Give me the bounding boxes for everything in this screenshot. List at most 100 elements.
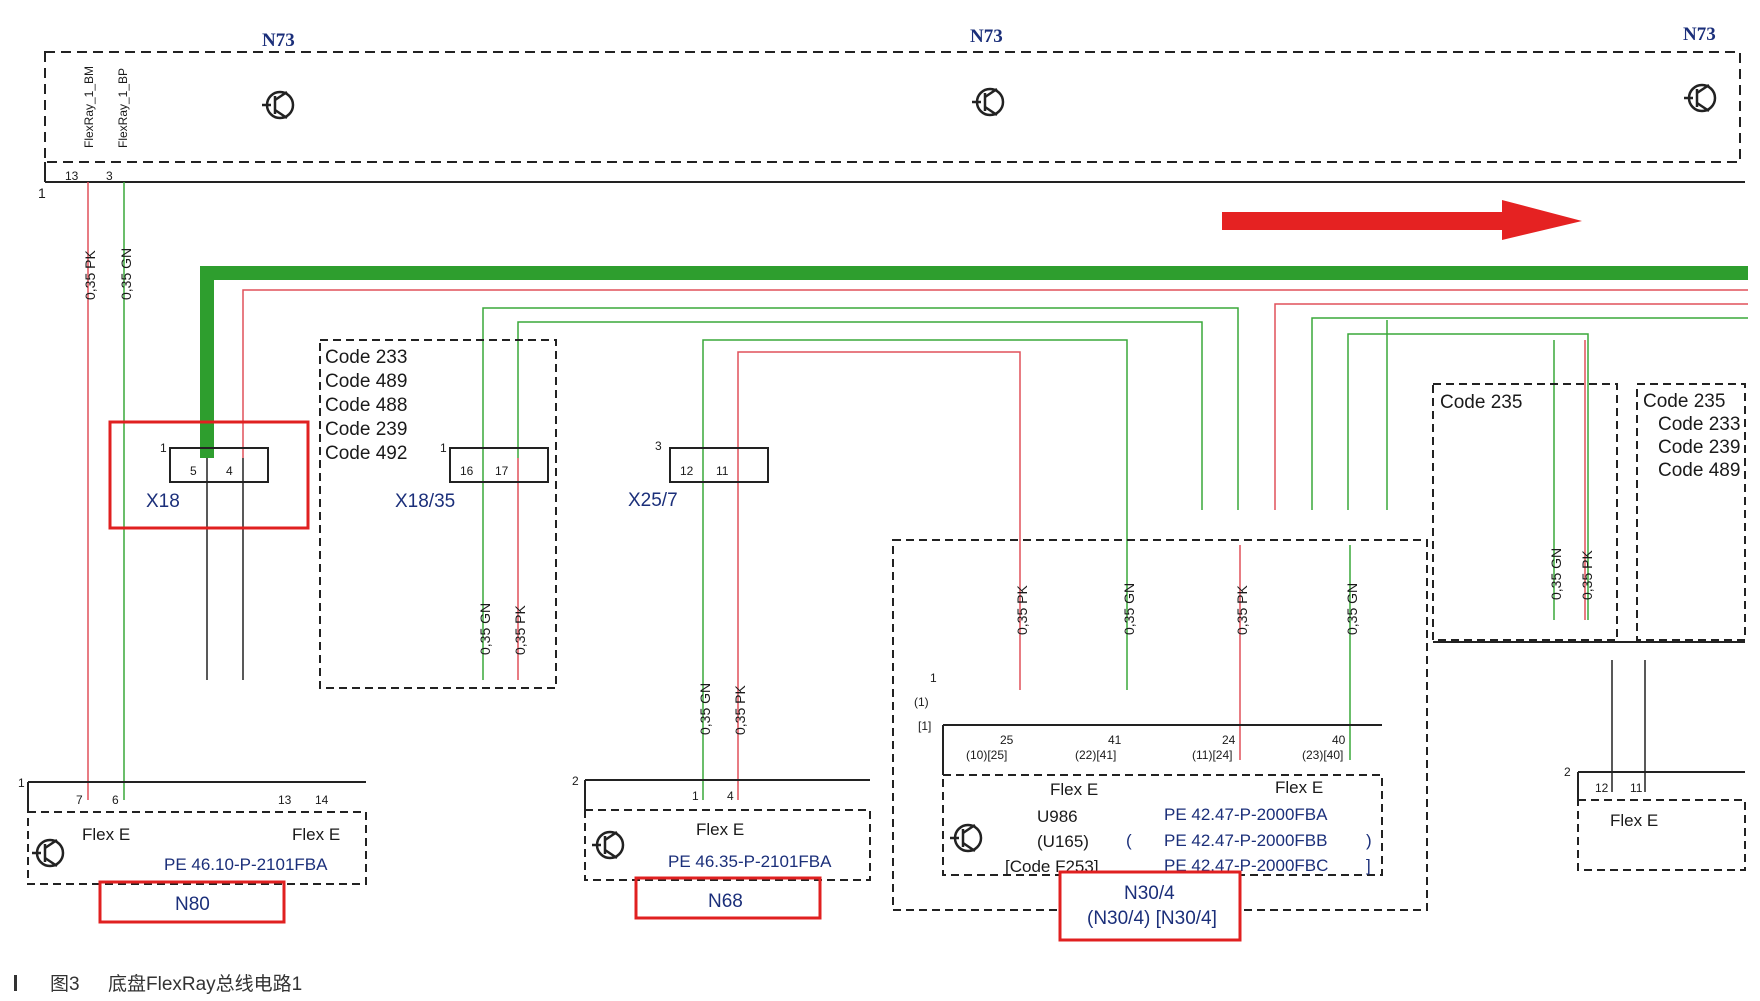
wire-label-gn: 0,35 GN	[118, 248, 134, 300]
wire-label-gn: 0,35 GN	[1121, 583, 1137, 635]
wire-label-gn: 0,35 GN	[477, 603, 493, 655]
right-module-pin-12: 12	[1595, 781, 1609, 795]
n73-label-mid: N73	[970, 26, 1003, 47]
x25-7-pin-12: 12	[680, 464, 694, 478]
code-item: Code 492	[325, 443, 407, 464]
n80-label: N80	[175, 894, 210, 915]
signal-bm-label: FlexRay_1_BM	[82, 66, 96, 148]
x18-number: 1	[160, 441, 167, 455]
n73-module: 1 N73 N73 N73 FlexRay_1_BM FlexRay_1_BP …	[38, 24, 1745, 201]
right-module-flex-label: Flex E	[1610, 811, 1658, 830]
n30-pe-reference: PE 42.47-P-2000FBA	[1164, 805, 1328, 824]
n30-number: 1	[930, 671, 937, 685]
code-group-a: Code 233 Code 489 Code 488 Code 239 Code…	[319, 339, 557, 689]
n30-flex-label: Flex E	[1275, 778, 1323, 797]
wire-label-gn: 0,35 GN	[1548, 548, 1564, 600]
module-n80: 1 7 6 13 14 Flex E Flex E PE 46.10-P-210…	[18, 776, 367, 924]
x18-35-pin-17: 17	[495, 464, 509, 478]
highlight-box	[634, 876, 822, 920]
n30-label: N30/4	[1124, 883, 1175, 904]
right-module-number: 2	[1564, 765, 1571, 779]
x18-35-number: 1	[440, 441, 447, 455]
rail-number: 1	[38, 185, 46, 201]
code-item: Code 489	[1658, 460, 1740, 481]
n80-flex-label: Flex E	[82, 825, 130, 844]
n73-label-right: N73	[1683, 24, 1716, 45]
code-group-c: Code 235 Code 233 Code 239 Code 489	[1636, 383, 1746, 641]
module-right: 2 12 11 Flex E	[1564, 765, 1746, 871]
code-item: Code 233	[325, 347, 407, 368]
ground-symbol-icon	[1684, 83, 1717, 113]
n30-pin: (11)[24]	[1192, 748, 1232, 762]
wire-label-pk: 0,35 PK	[512, 605, 528, 655]
wire-label-pk: 0,35 PK	[1014, 585, 1030, 635]
module-n30-4: 1 (1) [1] 25 (10)[25] 41 (22)[41] 24 (11…	[892, 539, 1428, 942]
signal-bp-label: FlexRay_1_BP	[116, 68, 130, 148]
n30-flex-label: Flex E	[1050, 780, 1098, 799]
n68-number: 2	[572, 774, 579, 788]
n30-bracket: )	[1366, 831, 1372, 850]
code-item: Code 489	[325, 371, 407, 392]
caption-text: 底盘FlexRay总线电路1	[108, 973, 302, 995]
n80-pin-7: 7	[76, 793, 83, 807]
n30-bracket: (	[1126, 831, 1132, 850]
n80-flex-label: Flex E	[292, 825, 340, 844]
wire-label-gn: 0,35 GN	[697, 683, 713, 735]
connector-x18: 1 5 4 X18	[108, 420, 310, 530]
code-item: Code 488	[325, 395, 407, 416]
n68-pe-reference: PE 46.35-P-2101FBA	[668, 852, 832, 871]
x18-pin-4: 4	[226, 464, 233, 478]
ground-symbol-icon	[950, 823, 983, 853]
n80-pin-6: 6	[112, 793, 119, 807]
x25-7-number: 3	[655, 439, 662, 453]
pin-13-label: 13	[65, 169, 79, 183]
n80-pin-14: 14	[315, 793, 329, 807]
code-item: Code 239	[325, 419, 407, 440]
x25-7-label: X25/7	[628, 490, 678, 511]
n30-pin: 41	[1108, 733, 1122, 747]
n30-pin: (22)[41]	[1075, 748, 1116, 762]
module-n68: 2 1 4 Flex E PE 46.35-P-2101FBA N68	[572, 774, 871, 920]
ground-symbol-icon	[592, 830, 625, 860]
n80-number: 1	[18, 776, 25, 790]
code-item: Code 239	[1658, 437, 1740, 458]
wire-label-gn: 0,35 GN	[1344, 583, 1360, 635]
caption-figure-number: 图3	[50, 974, 80, 995]
direction-arrow-icon	[1222, 200, 1582, 240]
connector-x25-7: 3 12 11 X25/7 0,35 GN 0,35 PK	[628, 439, 769, 735]
n30-pin: 24	[1222, 733, 1236, 747]
connector-x18-35: 1 16 17 X18/35 0,35 GN 0,35 PK	[395, 441, 549, 655]
x18-35-pin-16: 16	[460, 464, 474, 478]
code-group-b: Code 235 0,35 GN 0,35 PK	[1432, 383, 1618, 641]
code-item: Code 235	[1643, 391, 1725, 412]
n30-pe-reference: PE 42.47-P-2000FBB	[1164, 831, 1327, 850]
n80-pe-reference: PE 46.10-P-2101FBA	[164, 855, 328, 874]
highlight-box	[108, 420, 310, 530]
n68-pin-1: 1	[692, 789, 699, 803]
wire-label-pk: 0,35 PK	[732, 685, 748, 735]
ground-symbol-icon	[32, 838, 65, 868]
n30-label: (N30/4) [N30/4]	[1087, 908, 1217, 929]
wire-label-pk: 0,35 PK	[1579, 550, 1595, 600]
n30-pin: 25	[1000, 733, 1014, 747]
n73-label-left: N73	[262, 30, 295, 51]
n80-pin-13: 13	[278, 793, 292, 807]
ground-symbol-icon	[262, 90, 295, 120]
code-item: Code 235	[1440, 392, 1522, 413]
n30-variant: U986	[1037, 807, 1078, 826]
n30-number: [1]	[918, 719, 931, 733]
n30-bracket: ]	[1366, 856, 1371, 875]
n30-pin: (23)[40]	[1302, 748, 1343, 762]
n30-variant: (U165)	[1037, 832, 1089, 851]
n30-pin: 40	[1332, 733, 1346, 747]
n68-flex-label: Flex E	[696, 820, 744, 839]
n68-label: N68	[708, 891, 743, 912]
x25-7-pin-11: 11	[716, 464, 729, 478]
x18-pin-5: 5	[190, 464, 197, 478]
n68-pin-4: 4	[727, 789, 734, 803]
n30-pin: (10)[25]	[966, 748, 1007, 762]
figure-caption: 图3 底盘FlexRay总线电路1	[14, 973, 302, 995]
ground-symbol-icon	[972, 87, 1005, 117]
x18-label: X18	[146, 491, 180, 512]
